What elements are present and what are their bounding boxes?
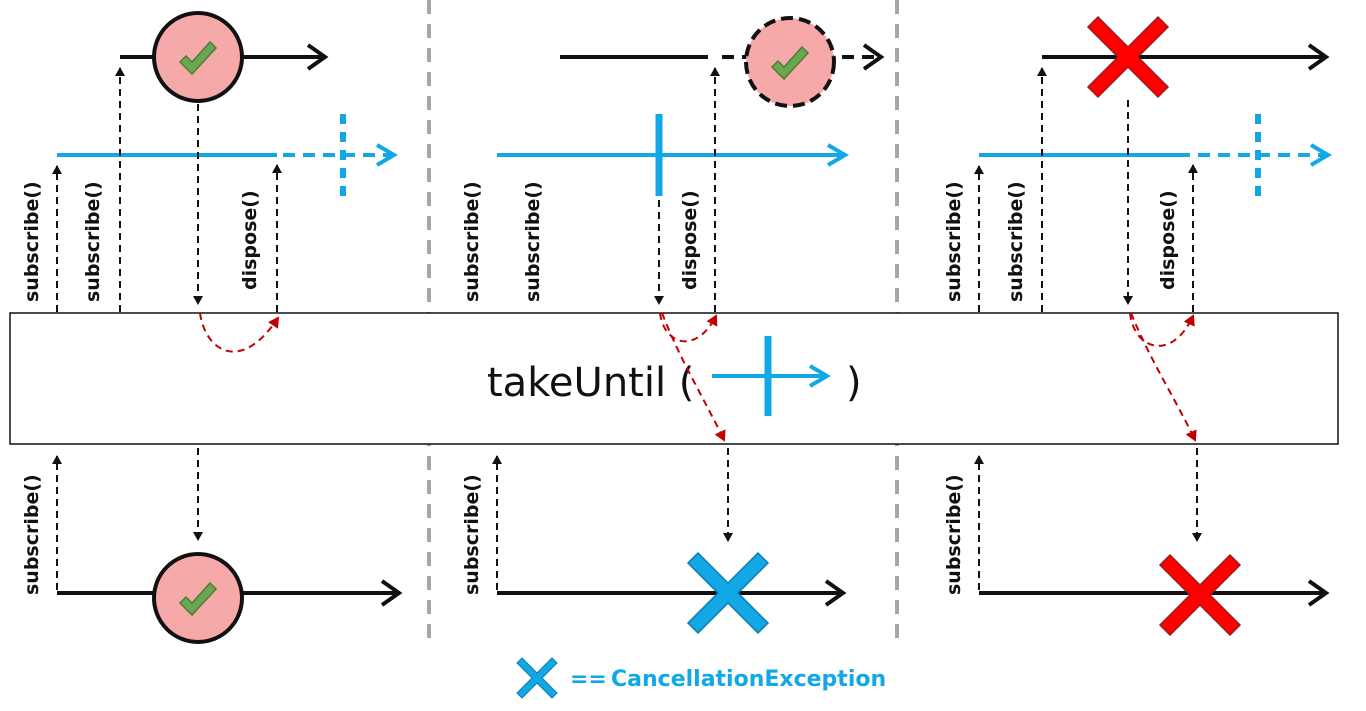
source-arrowhead bbox=[306, 43, 329, 71]
operator-close: ) bbox=[846, 360, 862, 406]
dispose-label: dispose() bbox=[1157, 190, 1179, 290]
subscribe-label: subscribe() bbox=[461, 474, 483, 595]
cancellation-x-icon bbox=[516, 657, 558, 699]
panel-error: subscribe() subscribe() dispose() subscr… bbox=[943, 16, 1332, 636]
subscribe-label: subscribe() bbox=[21, 474, 43, 595]
subscribe-label: subscribe() bbox=[943, 474, 965, 595]
panel-completion: subscribe() subscribe() dispose() subscr… bbox=[21, 11, 403, 644]
legend-equals: == bbox=[570, 667, 607, 692]
subscribe-label: subscribe() bbox=[943, 181, 965, 302]
panel-cancellation: subscribe() subscribe() dispose() subscr… bbox=[461, 16, 885, 634]
subscribe-label: subscribe() bbox=[522, 181, 544, 302]
legend-text: CancellationException bbox=[611, 667, 886, 692]
subscribe-label: subscribe() bbox=[21, 181, 43, 302]
dispose-label: dispose() bbox=[679, 190, 701, 290]
legend: == CancellationException bbox=[516, 657, 886, 699]
subscribe-label: subscribe() bbox=[1005, 181, 1027, 302]
dispose-label: dispose() bbox=[239, 190, 261, 290]
subscribe-label: subscribe() bbox=[82, 181, 104, 302]
subscribe-label: subscribe() bbox=[461, 181, 483, 302]
operator-box: takeUntil ( ) bbox=[9, 312, 1339, 445]
operator-name: takeUntil ( bbox=[487, 360, 694, 406]
